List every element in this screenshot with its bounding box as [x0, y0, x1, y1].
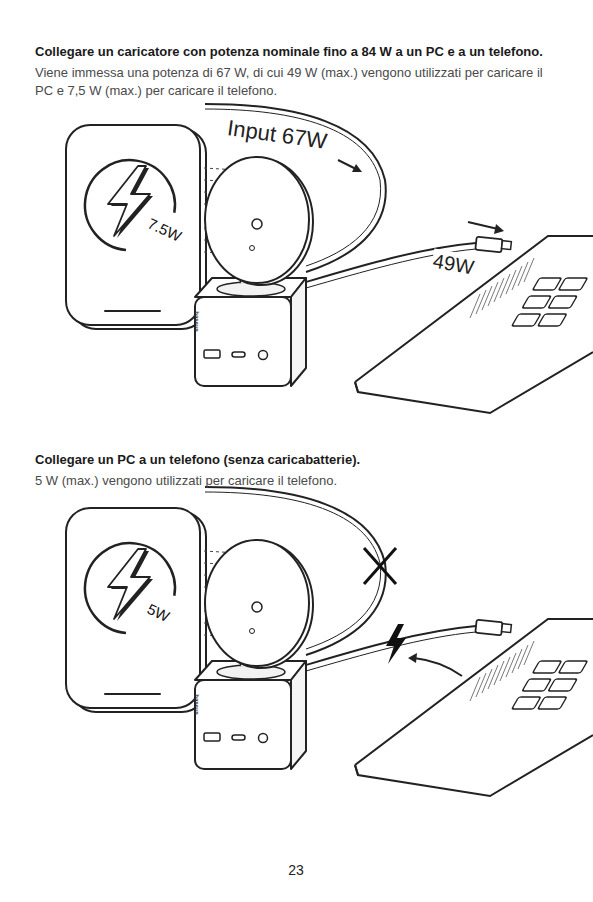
body-text: Viene immessa una potenza di 67 W, di cu… — [35, 64, 560, 100]
section-heading: Collegare un caricatore con potenza nomi… — [35, 44, 543, 60]
power-label: Input 67W — [225, 115, 330, 155]
pc-watt-label: 49W — [430, 248, 477, 279]
return-arrow — [414, 658, 462, 676]
page-number: 23 — [288, 862, 304, 879]
power-bolt — [386, 624, 406, 664]
scene-pc-only — [66, 487, 593, 796]
flow-arrows — [338, 160, 504, 234]
scene-charger — [66, 104, 593, 413]
return-arrow-head — [408, 653, 417, 663]
brand-mark: baseus — [193, 311, 200, 332]
section-heading: Collegare un PC a un telefono (senza car… — [35, 452, 360, 468]
brand-mark: baseus — [193, 694, 200, 715]
cross-mark — [364, 548, 396, 584]
body-text: 5 W (max.) vengono utilizzati per carica… — [35, 472, 560, 490]
